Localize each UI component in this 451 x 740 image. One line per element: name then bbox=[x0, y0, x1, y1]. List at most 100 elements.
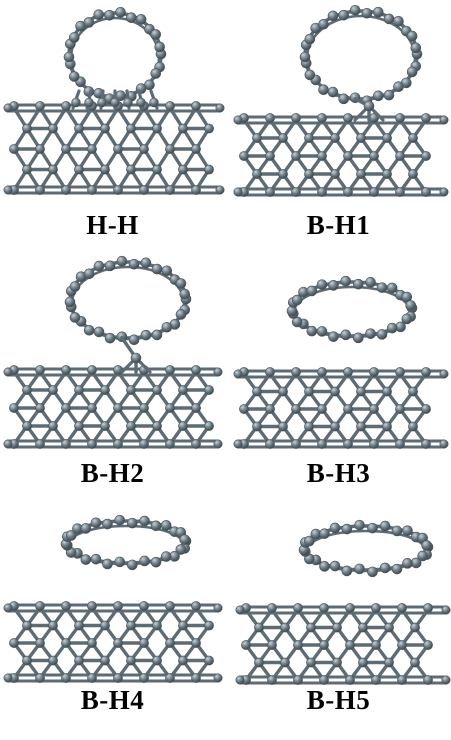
carbon-atom bbox=[265, 367, 275, 377]
carbon-atom bbox=[252, 421, 262, 432]
carbon-atom bbox=[87, 439, 97, 449]
carbon-atom bbox=[343, 113, 353, 123]
carbon-atom bbox=[83, 17, 95, 28]
carbon-atom bbox=[332, 622, 342, 633]
carbon-atom bbox=[191, 638, 201, 648]
carbon-atom bbox=[61, 439, 71, 449]
carbon-atom bbox=[154, 41, 165, 53]
carbon-atom bbox=[61, 185, 71, 195]
carbon-atom bbox=[213, 603, 223, 613]
carbon-atom bbox=[139, 638, 149, 648]
carbon-atom bbox=[113, 185, 123, 195]
carbon-atom bbox=[356, 421, 366, 432]
carbon-atom bbox=[116, 255, 128, 267]
carbon-atom bbox=[278, 386, 288, 397]
carbon-atom bbox=[126, 123, 136, 134]
carbon-atom bbox=[149, 97, 159, 108]
carbon-atom bbox=[278, 169, 288, 179]
carbon-atom bbox=[401, 313, 413, 325]
carbon-atom bbox=[265, 404, 275, 414]
carbon-atom bbox=[410, 42, 422, 54]
carbon-atom bbox=[178, 164, 188, 175]
carbon-atom bbox=[241, 640, 251, 650]
carbon-atom bbox=[252, 169, 262, 179]
carbon-atom bbox=[152, 164, 162, 175]
carbon-atom bbox=[410, 657, 420, 668]
carbon-atom bbox=[352, 278, 364, 290]
carbon-atom bbox=[397, 675, 407, 685]
carbon-atom bbox=[338, 9, 349, 21]
carbon-atom bbox=[48, 421, 58, 431]
carbon-atom bbox=[61, 365, 71, 375]
carbon-atom bbox=[317, 187, 327, 197]
carbon-atom bbox=[204, 123, 214, 134]
carbon-atom bbox=[150, 556, 162, 568]
carbon-atom bbox=[113, 638, 123, 648]
carbon-atom bbox=[100, 123, 110, 134]
carbon-atom bbox=[68, 71, 80, 82]
label-hh: H-H bbox=[86, 210, 139, 240]
carbon-atom bbox=[341, 523, 353, 535]
carbon-atom bbox=[204, 421, 214, 431]
carbon-atom bbox=[136, 97, 146, 108]
carbon-atom bbox=[304, 133, 314, 143]
carbon-atom bbox=[9, 403, 19, 413]
carbon-atom bbox=[61, 403, 71, 413]
carbon-atom bbox=[319, 561, 330, 572]
carbon-atom bbox=[405, 300, 416, 311]
carbon-atom bbox=[83, 268, 95, 280]
structure-bh5 bbox=[235, 519, 451, 685]
carbon-atom bbox=[340, 329, 352, 341]
carbon-atom bbox=[356, 169, 366, 179]
carbon-atom bbox=[48, 385, 58, 395]
carbon-atom bbox=[87, 601, 97, 611]
carbon-atom bbox=[3, 367, 13, 377]
carbon-atom bbox=[330, 386, 340, 397]
carbon-atom bbox=[252, 133, 262, 143]
carbon-atom bbox=[80, 523, 92, 534]
carbon-atom bbox=[365, 328, 376, 339]
carbon-atom bbox=[365, 277, 376, 288]
carbon-atom bbox=[110, 97, 120, 108]
carbon-atom bbox=[87, 185, 97, 195]
carbon-atom bbox=[328, 331, 339, 342]
structure-bh1 bbox=[233, 4, 449, 197]
carbon-atom bbox=[330, 421, 340, 432]
carbon-atom bbox=[175, 278, 187, 289]
carbon-atom bbox=[382, 169, 392, 179]
carbon-atom bbox=[233, 439, 243, 449]
carbon-atom bbox=[306, 325, 318, 337]
junction bbox=[71, 89, 159, 110]
carbon-atom bbox=[161, 265, 173, 277]
carbon-atom bbox=[345, 640, 355, 650]
carbon-atom bbox=[304, 421, 314, 432]
carbon-atom bbox=[441, 675, 451, 685]
carbon-atom bbox=[439, 115, 449, 125]
carbon-atom bbox=[316, 326, 328, 337]
panel-hh: H-H bbox=[0, 0, 225, 240]
structure-bh3 bbox=[233, 275, 449, 449]
carbon-atom bbox=[126, 385, 136, 395]
carbon-atom bbox=[22, 123, 32, 134]
nanotube bbox=[3, 601, 223, 683]
carbon-atom bbox=[408, 133, 418, 143]
carbon-atom bbox=[280, 657, 290, 668]
carbon-atom bbox=[9, 144, 19, 154]
carbon-atom bbox=[317, 367, 327, 377]
carbon-atom bbox=[304, 386, 314, 397]
carbon-atom bbox=[74, 655, 84, 666]
carbon-atom bbox=[160, 551, 172, 562]
carbon-atom bbox=[391, 525, 403, 537]
carbon-atom bbox=[383, 13, 395, 25]
carbon-atom bbox=[22, 164, 32, 175]
carbon-atom bbox=[152, 123, 162, 134]
carbon-atom bbox=[22, 421, 32, 431]
carbon-atom bbox=[343, 151, 353, 161]
carbon-atom bbox=[139, 515, 150, 527]
carbon-atom bbox=[369, 151, 379, 161]
carbon-atom bbox=[386, 322, 398, 334]
carbon-atom bbox=[3, 103, 13, 113]
carbon-atom bbox=[65, 530, 77, 541]
junction bbox=[120, 336, 152, 374]
carbon-atom bbox=[22, 620, 32, 631]
